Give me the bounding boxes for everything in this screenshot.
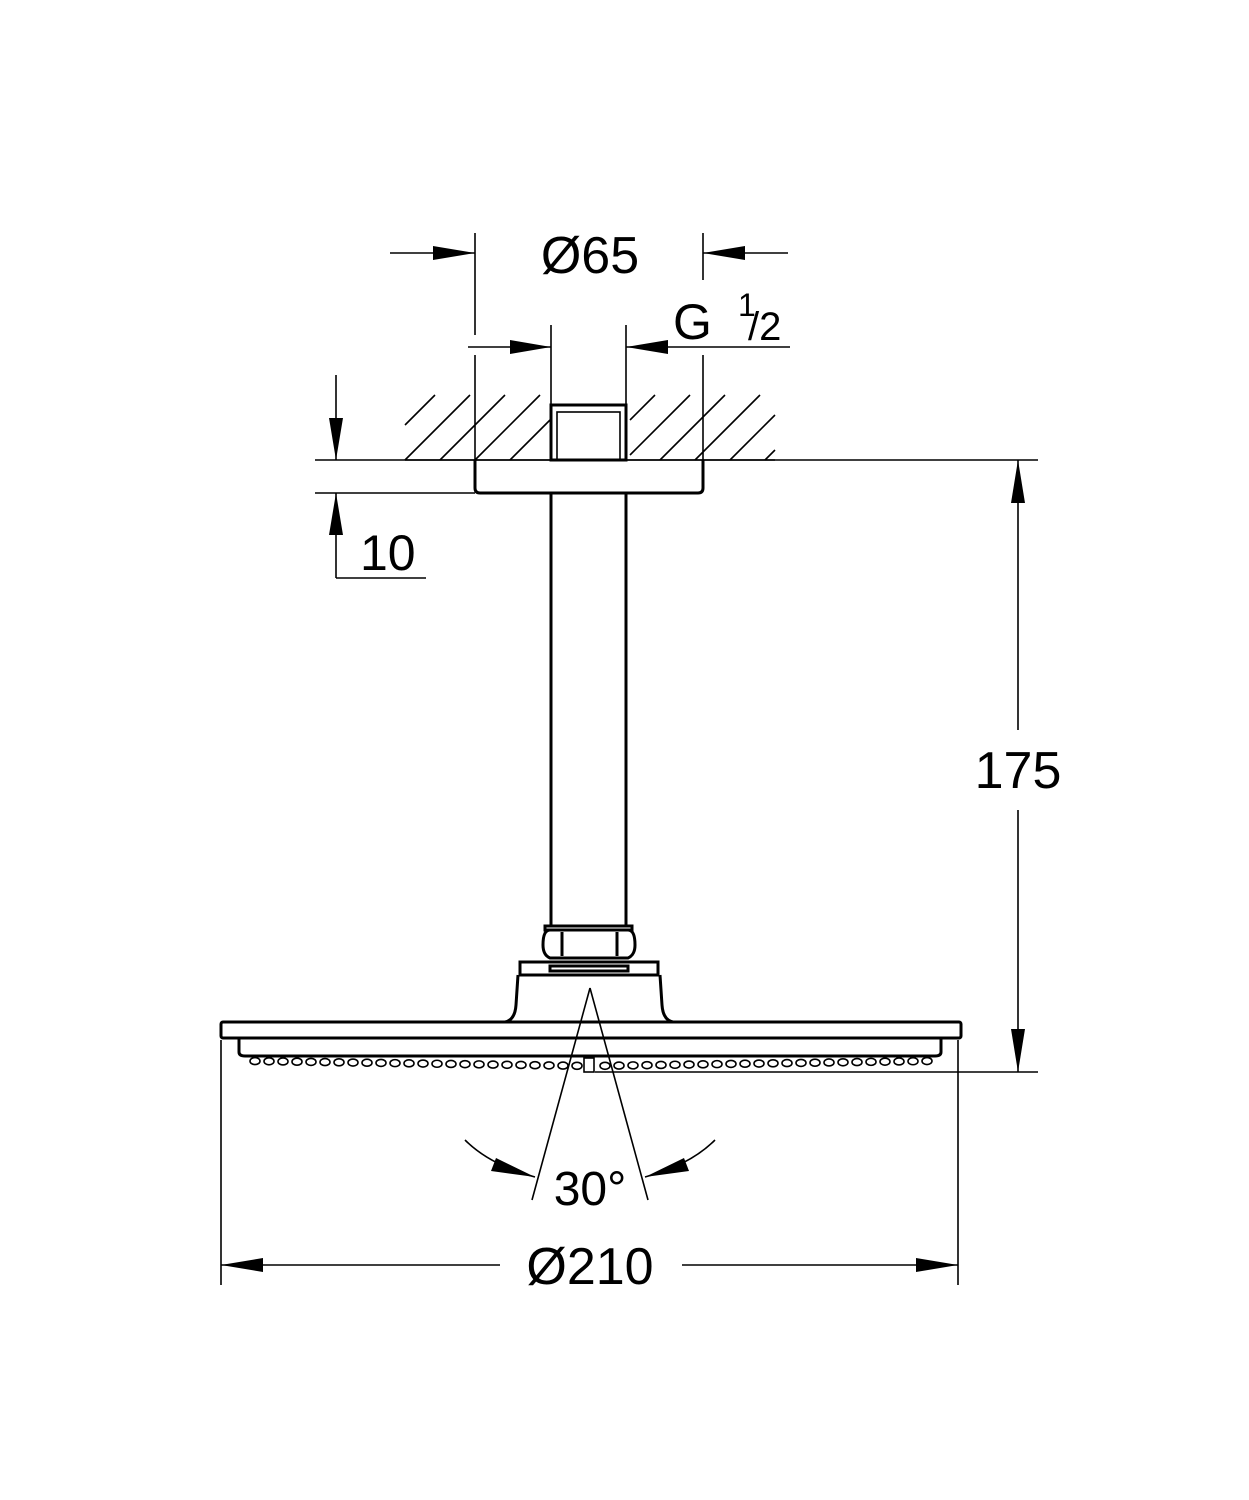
nozzle	[431, 1059, 443, 1069]
spray-angle-dimension	[464, 987, 716, 1201]
nozzle	[291, 1057, 303, 1066]
total-height-label: 175	[975, 742, 1062, 800]
nozzle	[333, 1058, 345, 1067]
nozzle	[879, 1057, 891, 1066]
nozzle	[445, 1059, 457, 1069]
nozzle	[515, 1060, 527, 1070]
nozzle	[459, 1059, 471, 1069]
thread-fraction-numerator: 1	[738, 287, 756, 323]
escutcheon-flange	[473, 460, 705, 495]
nozzle	[893, 1057, 905, 1066]
nozzle	[613, 1061, 625, 1070]
nozzle	[641, 1060, 653, 1070]
nozzle	[865, 1057, 877, 1067]
nozzle	[739, 1059, 751, 1069]
thread-dimension	[468, 325, 790, 405]
connector-nut	[504, 924, 674, 1024]
nozzle	[543, 1061, 555, 1070]
nozzle	[753, 1059, 765, 1068]
nozzle	[683, 1060, 695, 1069]
nozzle	[487, 1060, 499, 1069]
nozzle	[557, 1061, 569, 1070]
head-diameter-label: Ø210	[526, 1238, 653, 1296]
shower-head	[219, 1020, 963, 1058]
nozzle	[907, 1056, 919, 1066]
thread-fraction-denominator: /2	[748, 305, 781, 349]
nozzle	[823, 1058, 835, 1067]
flange-diameter-dimension	[390, 233, 788, 460]
nozzle	[249, 1056, 261, 1066]
nozzle	[361, 1058, 373, 1068]
nozzle	[697, 1060, 709, 1069]
nozzle	[571, 1061, 583, 1071]
nozzle	[627, 1061, 639, 1070]
nozzle	[417, 1059, 429, 1068]
nozzle	[277, 1057, 289, 1066]
nozzle	[795, 1058, 807, 1068]
flange-height-dimension	[329, 375, 426, 579]
nozzle	[347, 1058, 359, 1067]
nozzle	[375, 1058, 387, 1068]
nozzle	[781, 1058, 793, 1068]
nozzle	[263, 1056, 275, 1066]
nozzle	[389, 1058, 401, 1068]
flange-height-label: 10	[360, 525, 416, 581]
nozzle	[655, 1060, 667, 1070]
nozzle	[725, 1059, 737, 1069]
nozzle	[473, 1060, 485, 1069]
nozzle	[711, 1059, 723, 1069]
shower-arm	[549, 493, 628, 926]
wall-fitting	[549, 403, 628, 462]
nozzle	[319, 1057, 331, 1067]
nozzle	[305, 1057, 317, 1067]
nozzle	[921, 1056, 933, 1066]
nozzle	[669, 1060, 681, 1070]
nozzle	[809, 1058, 821, 1067]
center-nozzle	[583, 1057, 595, 1073]
nozzle	[767, 1059, 779, 1068]
head-diameter-dimension	[220, 1040, 959, 1285]
nozzle	[599, 1061, 611, 1071]
nozzle	[529, 1060, 541, 1070]
spray-angle-label: 30°	[554, 1163, 627, 1216]
nozzle	[403, 1059, 415, 1068]
nozzle	[501, 1060, 513, 1070]
spray-nozzles	[249, 1056, 933, 1073]
total-height-dimension	[595, 460, 1038, 1073]
thread-label: G	[673, 294, 712, 350]
flange-diameter-label: Ø65	[541, 227, 639, 285]
nozzle	[851, 1057, 863, 1067]
nozzle	[837, 1057, 849, 1067]
